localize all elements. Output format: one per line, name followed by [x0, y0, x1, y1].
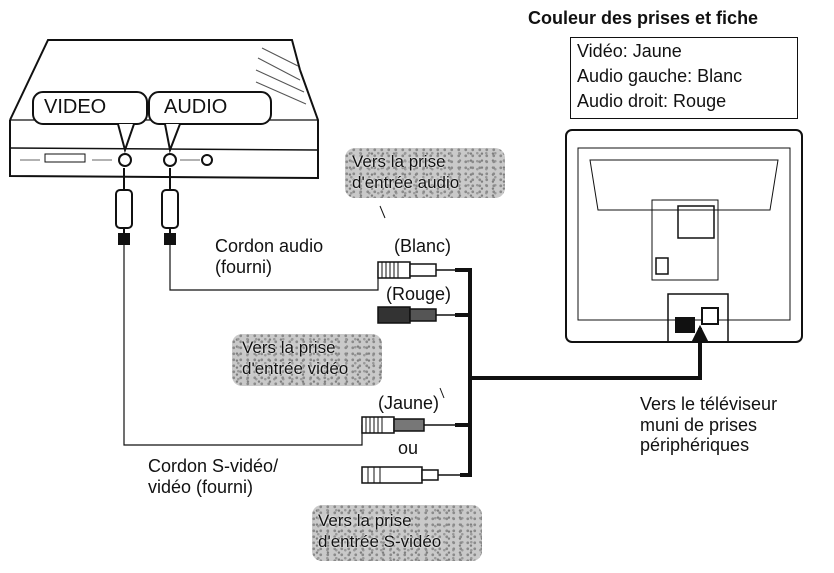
television	[565, 129, 803, 343]
legend-video: Vidéo: Jaune	[577, 41, 682, 61]
audio-input-callout-text: Vers la prise d'entrée audio	[352, 152, 460, 192]
audio-cord-label: Cordon audio (fourni)	[215, 236, 324, 277]
legend-audio-right: Audio droit: Rouge	[577, 91, 727, 111]
svideo-input-callout-text: Vers la prise d'entrée S-vidéo	[318, 511, 442, 551]
legend-title: Couleur des prises et fiche	[528, 8, 759, 28]
rouge-label: (Rouge)	[386, 284, 452, 304]
device-label-frame	[32, 91, 272, 154]
cables	[123, 205, 709, 477]
svideo-input-callout	[312, 505, 482, 561]
ou-label: ou	[398, 438, 419, 458]
legend-audio-left: Audio gauche: Blanc	[577, 66, 743, 86]
svideo-cord-label: Cordon S-vidéo/ vidéo (fourni)	[148, 456, 279, 497]
jaune-label: (Jaune)	[378, 393, 440, 413]
legend-box: Vidéo: Jaune Audio gauche: Blanc Audio d…	[570, 37, 798, 119]
video-label: VIDEO	[44, 96, 107, 118]
device-plugs	[115, 168, 179, 245]
audio-input-callout	[345, 148, 505, 198]
blanc-label: (Blanc)	[394, 236, 452, 256]
cord-plugs	[361, 261, 460, 484]
video-input-callout	[232, 334, 382, 386]
tv-target-label: Vers le téléviseur muni de prises périph…	[640, 394, 778, 456]
video-input-callout-text: Vers la prise d'entrée vidéo	[242, 338, 349, 378]
audio-label: AUDIO	[164, 96, 228, 118]
